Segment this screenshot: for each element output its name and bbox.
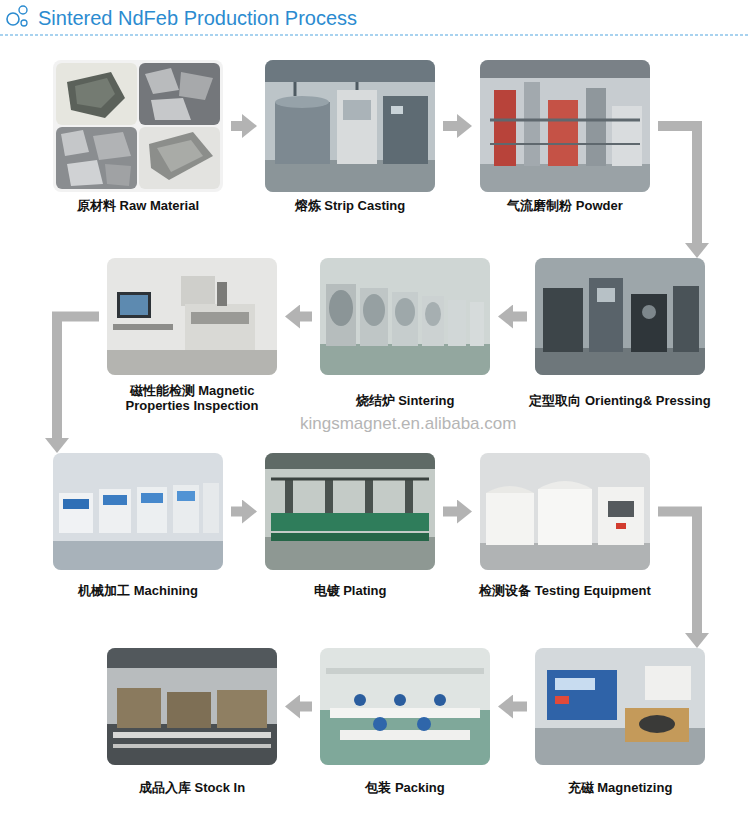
flow-arrow xyxy=(57,317,99,439)
header-decoration xyxy=(0,6,750,35)
process-step: 熔炼 Strip Casting xyxy=(257,60,443,215)
process-step: 磁性能检测 Magnetic Properties Inspection xyxy=(99,258,285,415)
watermark: kingsmagnet.en.alibaba.com xyxy=(300,414,516,434)
process-step: 充磁 Magnetizing xyxy=(527,648,713,797)
step-caption: 机械加工 Machining xyxy=(45,583,231,598)
flow-arrow xyxy=(658,512,697,634)
step-caption: 成品入库 Stock In xyxy=(99,780,285,795)
step-caption: 检测设备 Testing Equipment xyxy=(472,583,658,598)
sintering-furnace-photo xyxy=(320,258,490,375)
flow-arrow xyxy=(658,126,697,243)
step-caption: 烧结炉 Sintering xyxy=(312,393,498,408)
raw-material-photo xyxy=(53,60,223,192)
flow-arrow xyxy=(443,507,457,517)
testing-equipment-photo xyxy=(480,453,650,570)
flow-arrow xyxy=(300,312,312,322)
diagram-title: Sintered NdFeb Production Process xyxy=(38,7,357,30)
step-caption: 熔炼 Strip Casting xyxy=(257,198,443,213)
strip-casting-photo xyxy=(265,60,435,192)
process-step: 机械加工 Machining xyxy=(45,453,231,600)
flow-arrow xyxy=(443,121,457,131)
warehouse-photo xyxy=(107,648,277,765)
step-caption: 原材料 Raw Material xyxy=(45,198,231,213)
flow-arrow xyxy=(231,507,242,517)
process-step: 定型取向 Orienting& Pressing xyxy=(527,258,713,410)
process-step: 电镀 Plating xyxy=(257,453,443,600)
process-step: 烧结炉 Sintering xyxy=(312,258,498,410)
packing-photo xyxy=(320,648,490,765)
machining-photo xyxy=(53,453,223,570)
step-caption: 电镀 Plating xyxy=(257,583,443,598)
flow-arrow xyxy=(513,702,527,712)
step-caption: 气流磨制粉 Powder xyxy=(472,198,658,213)
inspection-photo xyxy=(107,258,277,375)
magnetizing-photo xyxy=(535,648,705,765)
step-caption: 包装 Packing xyxy=(312,780,498,795)
step-caption: 充磁 Magnetizing xyxy=(527,780,713,795)
step-caption: 磁性能检测 Magnetic Properties Inspection xyxy=(99,383,285,413)
step-caption: 定型取向 Orienting& Pressing xyxy=(527,393,713,408)
process-step: 包装 Packing xyxy=(312,648,498,797)
flow-arrow xyxy=(300,702,312,712)
process-step: 检测设备 Testing Equipment xyxy=(472,453,658,600)
process-step: 气流磨制粉 Powder xyxy=(472,60,658,215)
flow-arrow xyxy=(513,312,527,322)
powder-mill-photo xyxy=(480,60,650,192)
pressing-photo xyxy=(535,258,705,375)
process-step: 原材料 Raw Material xyxy=(45,60,231,215)
process-step: 成品入库 Stock In xyxy=(99,648,285,797)
flow-arrow xyxy=(231,121,242,131)
plating-photo xyxy=(265,453,435,570)
